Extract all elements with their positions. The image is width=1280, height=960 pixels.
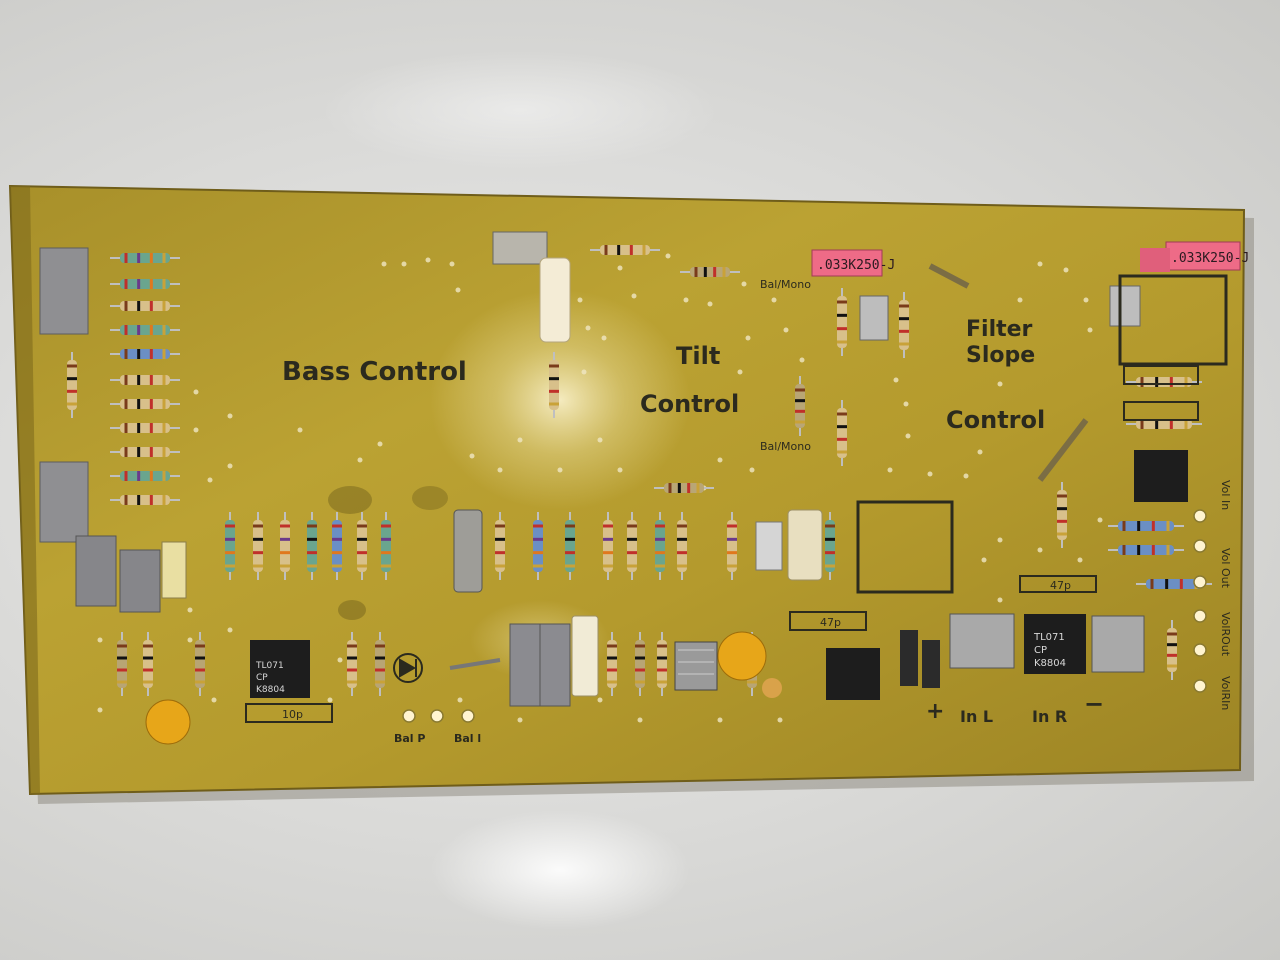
label-vol-out: Vol Out — [1219, 548, 1232, 589]
resistor — [110, 495, 180, 505]
resistor — [654, 483, 714, 493]
resistor-group — [67, 245, 1212, 696]
resistor — [117, 632, 127, 696]
resistor — [110, 423, 180, 433]
label-vol-r-in: VolRIn — [1219, 676, 1232, 710]
label-bal-p: Bal P — [394, 732, 425, 745]
resistor — [1108, 545, 1184, 555]
red-caps: .033K250-J .033K250-J — [811, 241, 1249, 277]
middle-film-caps — [509, 521, 783, 707]
resistor — [635, 632, 645, 696]
label-in-l: In L — [960, 707, 993, 726]
svg-text:CP: CP — [1034, 645, 1047, 656]
resistor — [253, 512, 263, 580]
resistor — [627, 512, 637, 580]
label-bass-control: Bass Control — [282, 357, 467, 387]
resistor — [225, 512, 235, 580]
resistor — [655, 512, 665, 580]
resistor — [307, 512, 317, 580]
resistor — [1057, 482, 1067, 548]
resistor — [565, 512, 575, 580]
label-filter-control: Control — [946, 406, 1045, 434]
ic-chips — [250, 450, 1188, 700]
resistor — [837, 288, 847, 356]
label-vol-in: Vol In — [1219, 480, 1232, 510]
svg-text:K8804: K8804 — [256, 685, 285, 695]
power-resistors — [453, 231, 823, 697]
label-in-r: In R — [1032, 707, 1067, 726]
svg-text:K8804: K8804 — [1034, 658, 1066, 669]
svg-text:TL071: TL071 — [255, 661, 284, 671]
resistor — [825, 512, 835, 580]
resistor — [110, 447, 180, 457]
resistor — [837, 400, 847, 466]
svg-text:TL071: TL071 — [1033, 632, 1065, 643]
resistor — [110, 375, 180, 385]
resistor — [1167, 620, 1177, 680]
label-bal-l: Bal l — [454, 732, 481, 745]
resistor — [110, 253, 180, 263]
label-minus: − — [1084, 690, 1104, 718]
resistor — [110, 301, 180, 311]
svg-text:CP: CP — [256, 673, 268, 683]
resistor — [110, 349, 180, 359]
label-bal-mono-mid: Bal/Mono — [760, 440, 811, 453]
resistor — [347, 632, 357, 696]
resistor — [280, 512, 290, 580]
resistor — [680, 267, 740, 277]
label-tilt: Tilt — [676, 342, 720, 370]
resistor — [607, 632, 617, 696]
left-film-caps — [39, 247, 187, 613]
resistor — [110, 399, 180, 409]
resistor — [381, 512, 391, 580]
resistor — [1108, 521, 1184, 531]
resistor — [110, 279, 180, 289]
resistor — [357, 512, 367, 580]
label-filter: Filter — [966, 317, 1033, 342]
svg-text:.033K250-J: .033K250-J — [817, 258, 895, 273]
label-bal-mono-top: Bal/Mono — [760, 278, 811, 291]
resistor — [657, 632, 667, 696]
resistor — [590, 245, 660, 255]
label-cap-47p-b: 47p — [1050, 579, 1071, 592]
ceramic-caps — [145, 631, 782, 745]
label-plus: + — [926, 699, 944, 724]
label-tilt-control: Control — [640, 390, 739, 418]
resistor — [1126, 377, 1202, 387]
diode-symbol — [393, 653, 423, 683]
resistor — [549, 352, 559, 418]
resistor — [1126, 419, 1202, 429]
resistor — [899, 292, 909, 358]
resistor — [143, 632, 153, 696]
resistor — [677, 512, 687, 580]
label-cap-47p-a: 47p — [820, 616, 841, 629]
resistor — [195, 632, 205, 696]
resistor — [110, 325, 180, 335]
label-vol-r-out: VolROut — [1219, 612, 1232, 657]
resistor — [67, 352, 77, 418]
svg-text:.033K250-J: .033K250-J — [1171, 251, 1249, 266]
label-cap-10p: 10p — [282, 708, 303, 721]
resistor — [375, 632, 385, 696]
resistor — [110, 471, 180, 481]
resistor — [495, 512, 505, 580]
connector-pads — [402, 509, 1207, 723]
resistor — [603, 512, 613, 580]
resistor — [533, 512, 543, 580]
resistor — [332, 512, 342, 580]
resistor — [795, 376, 805, 436]
resistor — [727, 512, 737, 580]
metal-components — [674, 285, 1145, 691]
label-slope: Slope — [966, 343, 1035, 368]
